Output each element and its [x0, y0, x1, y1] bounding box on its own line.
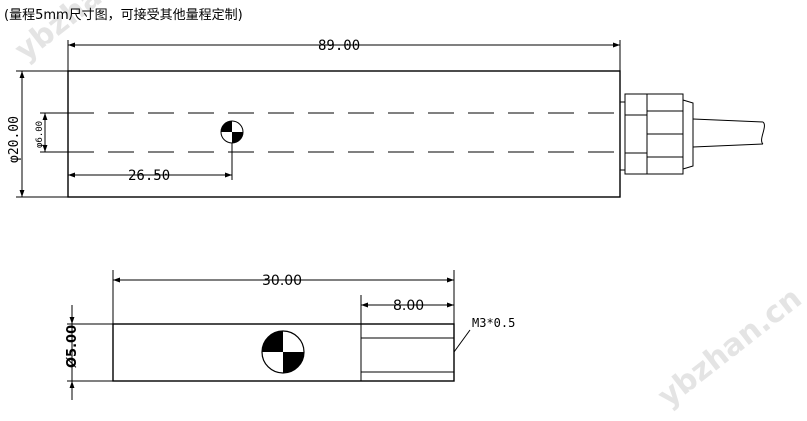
length-dim-label-2: 30.00 [262, 273, 302, 289]
center-mark-icon [261, 330, 305, 374]
header-note: (量程5mm尺寸图，可接受其他量程定制) [4, 7, 243, 23]
center-mark-icon [220, 120, 244, 144]
thread-dim-label: 8.00 [393, 298, 424, 314]
bottom-view: 30.00 8.00 Ø5.00 M3*0.5 [65, 270, 515, 400]
top-view: 89.00 φ20.00 φ6.00 26.50 [7, 38, 765, 198]
thread-callout-label: M3*0.5 [472, 316, 515, 330]
length-dim-label: 89.00 [318, 38, 360, 54]
offset-dim-label: 26.50 [128, 168, 170, 184]
watermark-bottom: ybzhan.cn [651, 281, 807, 414]
diameter-dim-label: φ20.00 [7, 116, 22, 163]
thread-leader-line [453, 329, 471, 353]
cable-gland [619, 93, 694, 175]
cable [692, 118, 765, 148]
thread-section-outline [360, 323, 455, 382]
diameter-dim-label-2: Ø5.00 [65, 325, 80, 368]
inner-diameter-dim-label: φ6.00 [35, 121, 45, 148]
